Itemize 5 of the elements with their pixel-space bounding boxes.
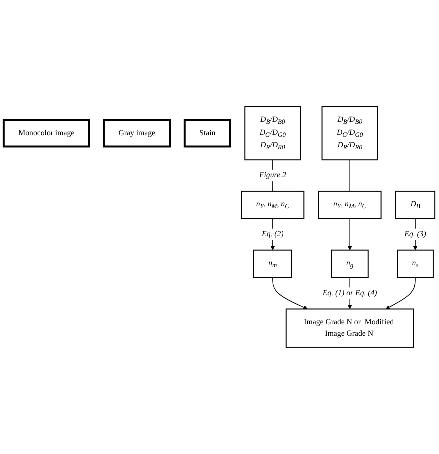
arrow xyxy=(270,218,276,250)
arrow xyxy=(413,218,418,250)
arrow xyxy=(348,218,352,250)
arrow xyxy=(386,277,416,310)
arrow xyxy=(272,277,308,310)
